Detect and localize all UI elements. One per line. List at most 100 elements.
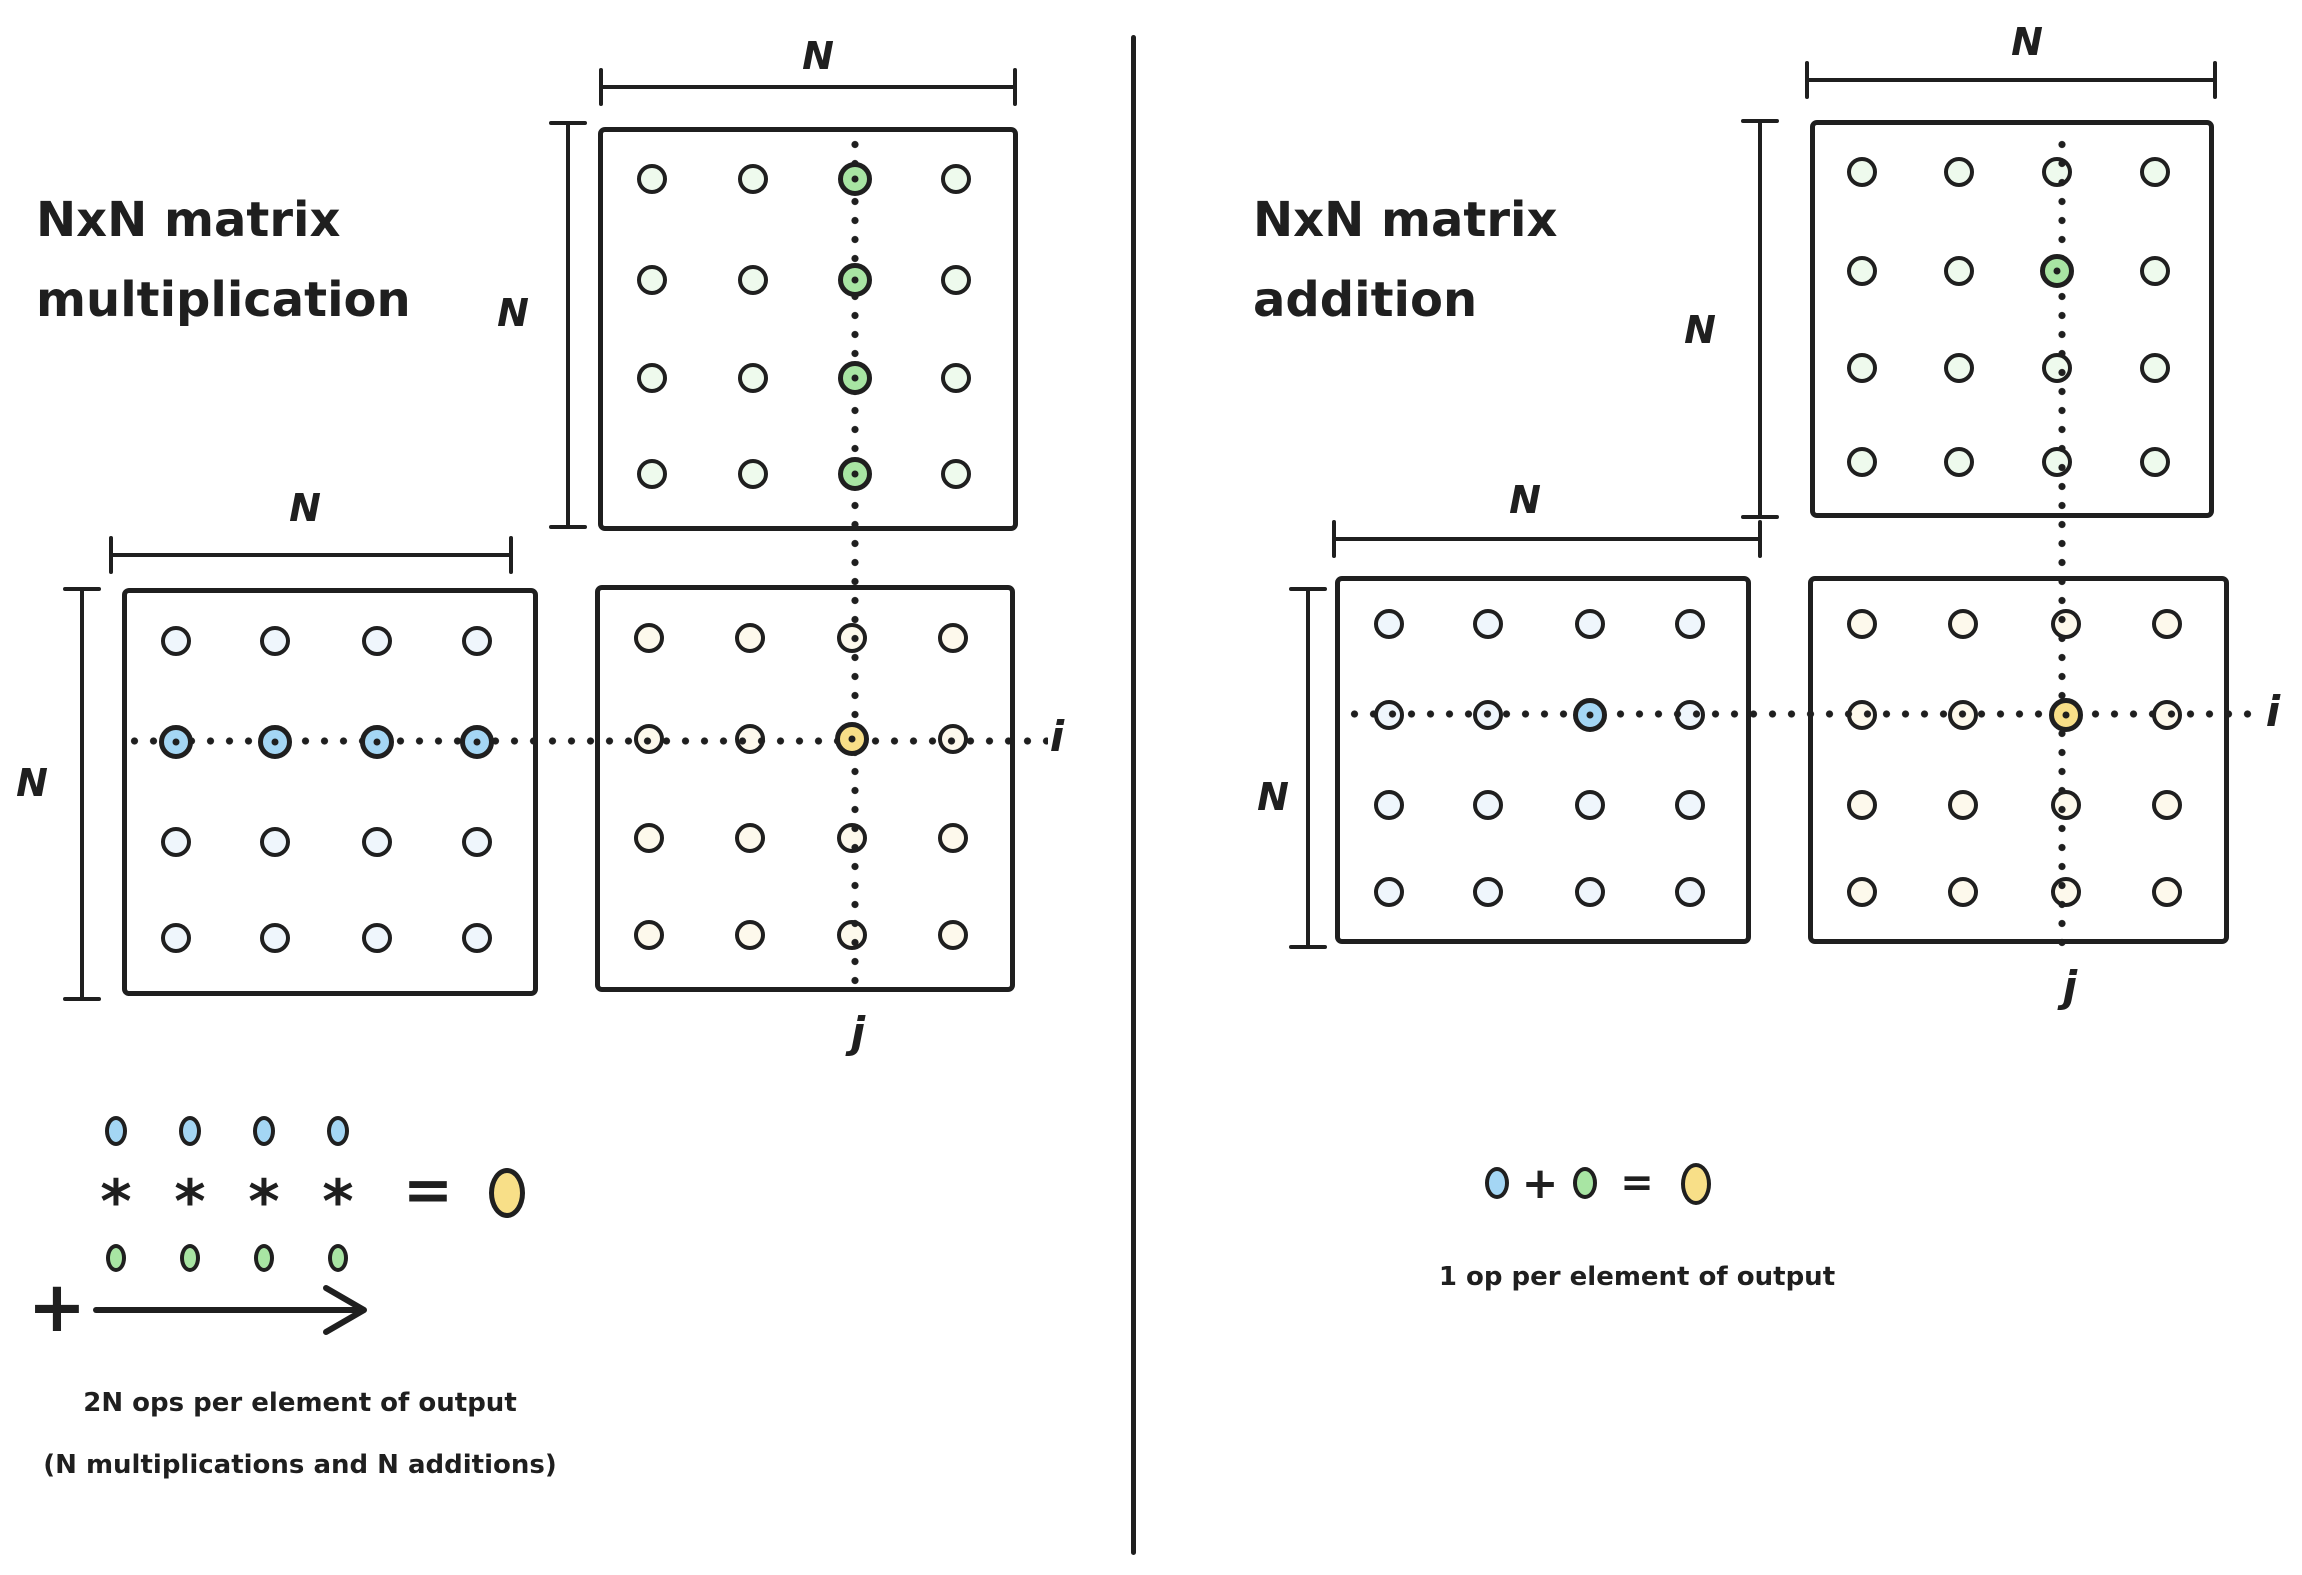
highlighted-element-dot xyxy=(838,262,873,297)
dimension-bracket-side xyxy=(1289,587,1327,949)
matrix-element-dot xyxy=(1574,789,1605,820)
matrix-element-dot xyxy=(2152,608,2183,639)
matrix-element-dot xyxy=(361,826,392,857)
caption-line: 2N ops per element of output xyxy=(83,1388,517,1418)
highlighted-element-dot xyxy=(459,725,494,760)
trace-dot-mark xyxy=(851,470,859,478)
dimension-label-n: N xyxy=(802,34,834,78)
matrix-element-dot xyxy=(1847,156,1878,187)
left-operand-matrix xyxy=(1335,576,1751,944)
row-trace-line xyxy=(1345,710,2257,718)
matrix-element-dot xyxy=(1948,876,1978,907)
matrix-element-dot xyxy=(634,919,665,950)
matrix-element-dot xyxy=(160,826,191,857)
multiply-symbol: * xyxy=(248,1167,280,1237)
matrix-element-dot xyxy=(2152,789,2183,820)
matrix-element-dot xyxy=(1948,608,1978,639)
matrix-element-dot xyxy=(737,264,768,295)
matrix-element-dot xyxy=(461,923,492,954)
top-operand-matrix xyxy=(1810,120,2214,518)
matrix-element-dot xyxy=(634,823,665,854)
highlighted-element-dot xyxy=(838,456,873,491)
trace-dot-mark xyxy=(473,738,481,746)
trace-dot-mark xyxy=(848,735,856,743)
matrix-element-dot xyxy=(361,625,392,656)
matrix-element-dot xyxy=(461,826,492,857)
title-line: NxN matrix xyxy=(1253,192,1558,248)
trace-dot-mark xyxy=(851,374,859,382)
highlighted-element-dot xyxy=(258,725,293,760)
equals-symbol: = xyxy=(402,1155,454,1225)
matrix-element-dot xyxy=(1847,876,1878,907)
trace-dot-mark xyxy=(172,738,180,746)
trace-dot-mark xyxy=(2062,711,2070,719)
dot-product-legend: * * * * xyxy=(96,1116,358,1272)
matrix-element-dot xyxy=(737,363,768,394)
dimension-bracket-top xyxy=(1332,520,1762,558)
matrix-element-dot xyxy=(2139,156,2170,187)
dimension-label-n: N xyxy=(1509,478,1541,522)
matrix-element-dot xyxy=(941,164,972,195)
legend-b-dot xyxy=(1573,1167,1597,1199)
matrix-element-dot xyxy=(1373,608,1404,639)
trace-dot-mark xyxy=(2053,267,2061,274)
highlighted-element-dot xyxy=(835,721,870,756)
multiply-symbol: * xyxy=(100,1167,132,1237)
output-matrix xyxy=(1808,576,2229,944)
legend-column-dot xyxy=(180,1244,200,1272)
matrix-element-dot xyxy=(1847,608,1878,639)
matrix-element-dot xyxy=(938,622,969,653)
dimension-bracket-top xyxy=(599,68,1017,106)
matrix-element-dot xyxy=(260,923,291,954)
panel-divider xyxy=(1131,35,1136,1555)
column-trace-line xyxy=(851,135,859,993)
plus-symbol: + xyxy=(27,1266,87,1348)
dimension-bracket-side xyxy=(1741,119,1779,519)
row-trace-line xyxy=(125,737,1048,745)
matrix-element-dot xyxy=(1574,876,1605,907)
matrix-element-dot xyxy=(1574,608,1605,639)
legend-column-dot xyxy=(254,1244,274,1272)
multiply-symbol: * xyxy=(322,1167,354,1237)
title-line: multiplication xyxy=(36,272,411,328)
matrix-element-dot xyxy=(941,458,972,489)
legend-row-dot xyxy=(105,1116,127,1146)
dimension-label-n: N xyxy=(497,291,529,335)
matrix-element-dot xyxy=(1847,255,1878,286)
matrix-element-dot xyxy=(160,923,191,954)
matrix-element-dot xyxy=(260,826,291,857)
legend-operand-column: * xyxy=(318,1116,358,1272)
matrix-element-dot xyxy=(734,919,765,950)
legend-row-dot xyxy=(253,1116,275,1146)
matrix-element-dot xyxy=(1943,446,1974,477)
matrix-element-dot xyxy=(1847,789,1878,820)
equals-symbol: = xyxy=(1620,1160,1654,1206)
matrix-element-dot xyxy=(637,458,668,489)
matrix-element-dot xyxy=(1847,446,1878,477)
multiply-symbol: * xyxy=(174,1167,206,1237)
matrix-element-dot xyxy=(634,622,665,653)
legend-result-dot xyxy=(1681,1163,1711,1205)
legend-operand-column: * xyxy=(96,1116,136,1272)
dimension-bracket-top xyxy=(109,536,513,574)
trace-dot-mark xyxy=(373,738,381,746)
matrix-element-dot xyxy=(2042,446,2073,477)
column-index-label: j xyxy=(2062,962,2078,1011)
legend-row-dot xyxy=(179,1116,201,1146)
matrix-element-dot xyxy=(1674,608,1705,639)
matrix-element-dot xyxy=(2042,352,2073,383)
matrix-element-dot xyxy=(2139,446,2170,477)
matrix-element-dot xyxy=(461,625,492,656)
caption-line: (N multiplications and N additions) xyxy=(43,1450,557,1480)
highlighted-element-dot xyxy=(838,361,873,396)
matrix-element-dot xyxy=(941,363,972,394)
dimension-label-n: N xyxy=(2011,20,2043,64)
trace-dot-mark xyxy=(1586,711,1594,719)
matrix-element-dot xyxy=(734,823,765,854)
matrix-element-dot xyxy=(1943,352,1974,383)
dimension-bracket-side xyxy=(549,121,587,529)
matrix-element-dot xyxy=(1943,156,1974,187)
row-index-label: i xyxy=(2265,687,2281,736)
legend-column-dot xyxy=(328,1244,348,1272)
